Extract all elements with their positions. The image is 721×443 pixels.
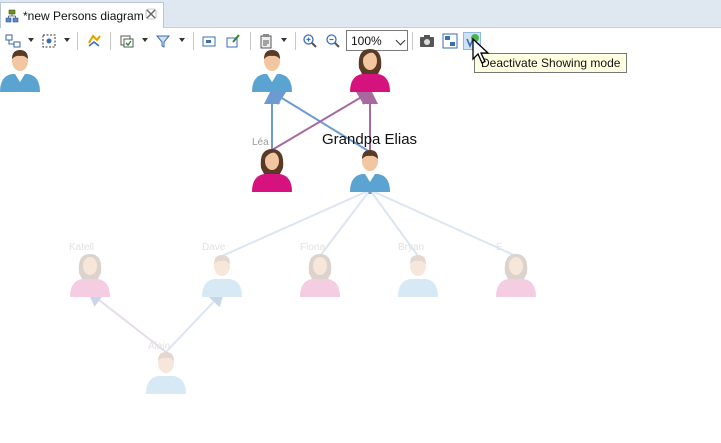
toolbar-separator	[250, 32, 251, 50]
person-alain[interactable]	[146, 352, 186, 394]
pin-icon[interactable]	[200, 32, 218, 50]
person-mother[interactable]	[350, 49, 390, 92]
tooltip: Deactivate Showing mode	[474, 53, 628, 73]
zoom-in-icon[interactable]	[301, 32, 319, 50]
tab-persons-diagram[interactable]: *new Persons diagram	[0, 2, 164, 28]
person-label-lea: Léa	[252, 137, 269, 148]
mouse-cursor-icon	[472, 37, 490, 64]
toolbar-separator	[77, 32, 78, 50]
person-label-fiona: Fiona	[300, 242, 326, 253]
person-label-bryan: Bryan	[398, 242, 425, 253]
person-label-grandpa: Grandpa Elias	[322, 131, 418, 148]
person-label-katell: Katell	[69, 242, 95, 253]
person-label-alain: Alain	[148, 341, 171, 352]
chevron-down-icon[interactable]	[28, 38, 34, 42]
person-unnamed-male[interactable]	[0, 50, 40, 92]
person-label-dave: Dave	[202, 242, 226, 253]
close-icon[interactable]	[145, 8, 157, 20]
person-dave[interactable]	[202, 255, 242, 297]
toolbar-separator	[295, 32, 296, 50]
arrange-all-icon[interactable]	[4, 32, 22, 50]
chevron-down-icon[interactable]	[142, 38, 148, 42]
chevron-down-icon[interactable]	[64, 38, 70, 42]
person-grandpa-elias[interactable]	[350, 150, 390, 192]
camera-icon[interactable]	[418, 32, 436, 50]
editor-tab-bar: *new Persons diagram	[0, 0, 721, 28]
filter-icon[interactable]	[154, 32, 172, 50]
zoom-combo[interactable]: 100%	[346, 30, 408, 51]
select-all-icon[interactable]	[40, 32, 58, 50]
person-label-e: E	[496, 242, 503, 253]
person-lea[interactable]	[252, 149, 292, 192]
toolbar-separator	[412, 32, 413, 50]
edit-icon[interactable]	[224, 32, 242, 50]
person-katell[interactable]	[70, 254, 110, 297]
export-icon[interactable]	[441, 32, 459, 50]
person-father[interactable]	[252, 50, 292, 92]
zoom-value: 100%	[351, 33, 382, 48]
toolbar-separator	[110, 32, 111, 50]
chevron-down-icon[interactable]	[281, 38, 287, 42]
refresh-icon[interactable]	[85, 32, 103, 50]
diagram-icon	[5, 9, 19, 22]
person-e[interactable]	[496, 254, 536, 297]
chevron-down-icon[interactable]	[179, 38, 185, 42]
person-bryan[interactable]	[398, 255, 438, 297]
clipboard-icon[interactable]	[257, 32, 275, 50]
toolbar-separator	[193, 32, 194, 50]
tab-title: *new Persons diagram	[23, 8, 144, 23]
person-fiona[interactable]	[300, 254, 340, 297]
layers-icon[interactable]	[118, 32, 136, 50]
zoom-out-icon[interactable]	[324, 32, 342, 50]
